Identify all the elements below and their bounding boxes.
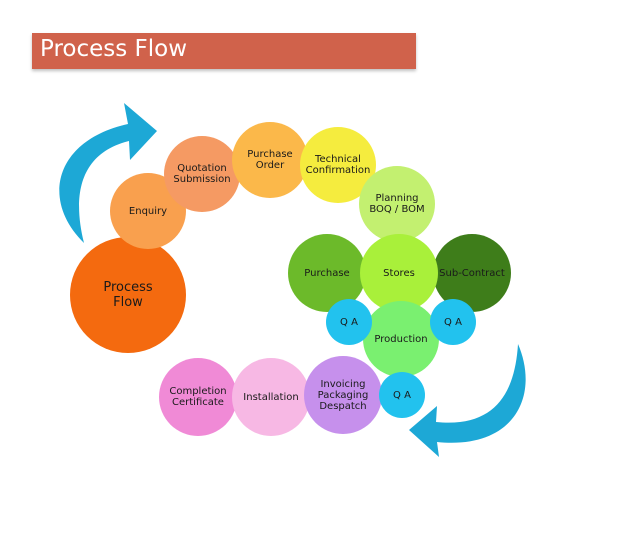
node-qa-bottom: Q A — [379, 372, 425, 418]
node-quotation-label: Quotation Submission — [173, 163, 231, 185]
node-stores-label: Stores — [383, 267, 415, 279]
node-stores: Stores — [360, 234, 438, 312]
node-purchase-order-label: Purchase Order — [247, 149, 293, 171]
page-title: Process Flow — [40, 36, 188, 62]
node-subcontract-label: Sub-Contract — [439, 267, 505, 279]
node-invoicing-label: Invoicing Packaging Despatch — [317, 378, 369, 412]
title-banner: Process Flow — [32, 33, 416, 69]
node-production: Production — [363, 301, 439, 377]
node-completion-label: Completion Certificate — [169, 386, 227, 408]
node-enquiry-label: Enquiry — [128, 205, 168, 217]
node-qa-left-label: Q A — [340, 316, 358, 328]
node-installation-label: Installation — [243, 391, 299, 403]
node-planning: Planning BOQ / BOM — [359, 166, 435, 242]
node-production-label: Production — [374, 333, 428, 345]
node-purchase-order: Purchase Order — [232, 122, 308, 198]
curved-arrow-bottom-right — [409, 344, 526, 457]
node-installation: Installation — [232, 358, 310, 436]
node-completion-certificate: Completion Certificate — [159, 358, 237, 436]
node-quotation-submission: Quotation Submission — [164, 136, 240, 212]
node-qa-right: Q A — [430, 299, 476, 345]
node-qa-left: Q A — [326, 299, 372, 345]
node-process-flow: Process Flow — [70, 237, 186, 353]
node-invoicing: Invoicing Packaging Despatch — [304, 356, 382, 434]
node-technical-label: Technical Confirmation — [305, 154, 371, 176]
node-qa-bottom-label: Q A — [393, 389, 411, 401]
node-planning-label: Planning BOQ / BOM — [369, 193, 425, 215]
node-process-flow-label: Process Flow — [103, 280, 153, 310]
curved-arrow-top-left — [59, 103, 157, 243]
node-purchase-label: Purchase — [304, 267, 350, 279]
node-qa-right-label: Q A — [444, 316, 462, 328]
